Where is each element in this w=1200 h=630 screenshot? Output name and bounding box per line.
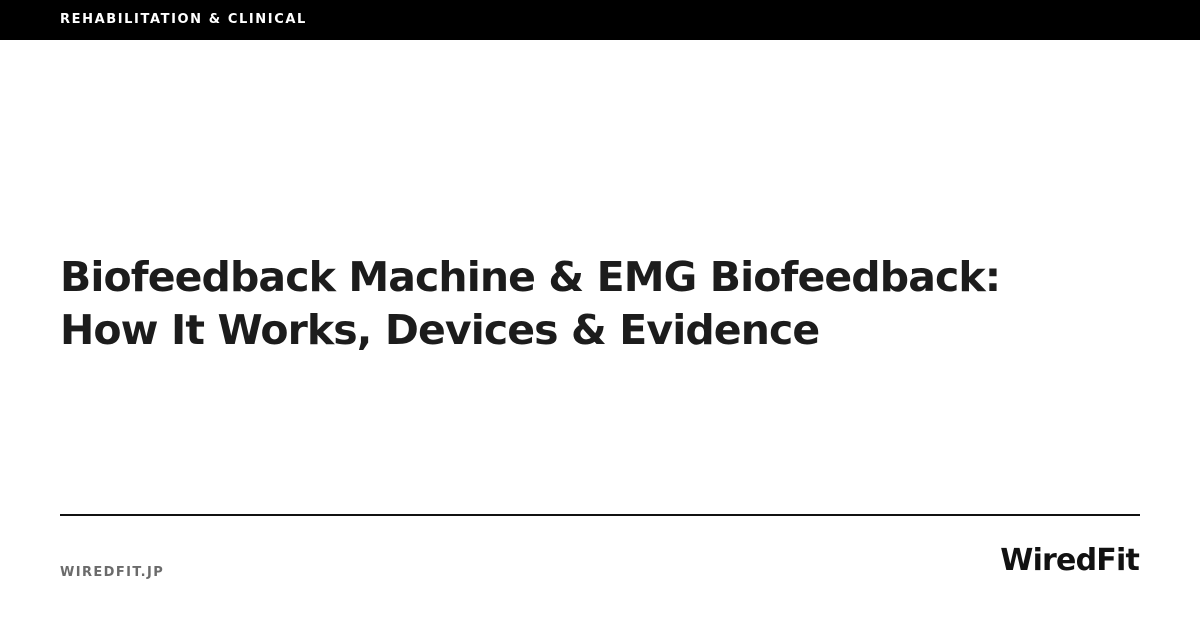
title-line-1: Biofeedback Machine & EMG Biofeedback:: [60, 253, 1001, 301]
article-title: Biofeedback Machine & EMG Biofeedback: H…: [60, 251, 1060, 357]
brand-logo: WiredFit: [1000, 543, 1140, 578]
site-domain: WIREDFIT.JP: [60, 565, 165, 580]
title-line-2: How It Works, Devices & Evidence: [60, 306, 820, 354]
category-label: REHABILITATION & CLINICAL: [60, 12, 307, 27]
top-bar: REHABILITATION & CLINICAL: [0, 0, 1200, 40]
divider: [60, 514, 1140, 516]
